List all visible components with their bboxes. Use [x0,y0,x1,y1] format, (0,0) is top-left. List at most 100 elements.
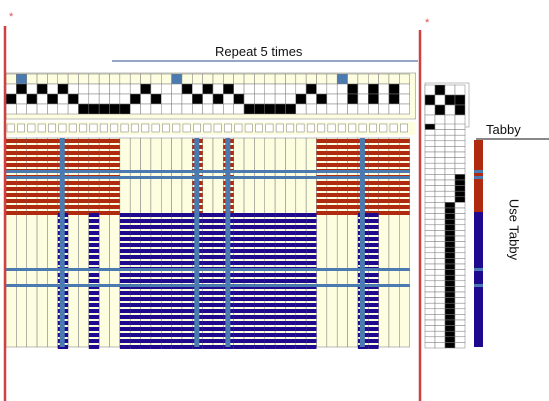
weft-pick [378,157,389,161]
weft-pick [119,339,131,343]
weft-pick [388,199,400,203]
weft-pick [306,213,317,217]
treadling-cell [444,168,456,175]
threading-cell [16,73,27,85]
threading-cell [150,83,162,95]
threading-cell [78,83,90,95]
treadling-cell [444,330,456,338]
treadling-cell [434,286,446,293]
threading-cell [378,83,390,95]
weft-pick [316,199,327,203]
weft-pick [316,157,327,161]
tabby-square [68,123,77,133]
weft-pick [16,181,27,185]
weft-pick [161,225,172,229]
weft-pick [109,145,120,149]
treadling-cell [424,274,436,282]
tabby-square [27,123,36,133]
tabby-square [110,123,119,133]
weft-pick [119,225,131,229]
threading-cell [316,73,328,85]
weft-pick [26,205,38,209]
tabby-square [234,123,243,133]
treadling-cell [444,314,456,321]
weft-pick [368,255,379,259]
weft-pick [388,193,400,197]
weft-pick [295,213,307,217]
treadling-cell [424,151,436,158]
weft-pick [150,219,162,223]
threading-cell [67,83,79,95]
weft-pick [326,187,338,191]
weft-pick [295,315,307,319]
weft-pick [88,213,100,217]
tabby-weft [6,284,410,287]
weft-pick [213,249,224,253]
treadling-cell [424,258,436,265]
weft-pick [37,163,48,167]
tabby-square [348,123,357,133]
weft-pick [26,181,38,185]
weft-pick [233,321,245,325]
weft-pick [233,255,245,259]
threading-cell [274,103,286,115]
weft-pick [202,213,213,217]
weft-pick [140,219,151,223]
threading-cell [368,73,379,85]
weft-pick [337,145,348,149]
threading-grid [5,72,416,120]
threading-cell [254,93,265,105]
threading-cell [109,93,121,105]
weft-pick [213,321,224,325]
weft-pick [88,193,100,197]
tabby-square [337,123,346,133]
weft-pick [326,193,338,197]
threading-cell [140,93,152,105]
treadling-cell [444,218,456,226]
weft-pick [202,225,213,229]
weft-pick [109,205,120,209]
weft-pick [88,291,100,295]
treadling-cell [454,224,466,231]
treadling-cell [424,342,436,349]
threading-cell [202,103,214,115]
weft-pick [119,315,131,319]
weft-pick [99,199,110,203]
treadling-cell [424,269,436,276]
weft-pick [37,193,48,197]
weft-pick [171,321,182,325]
weft-pick [202,219,213,223]
weft-pick [213,327,224,331]
weft-pick [264,219,276,223]
treadling-cell [454,246,466,254]
weft-pick [264,249,276,253]
treadling-cell [434,297,446,304]
weft-pick [119,231,131,235]
weft-pick [202,255,213,259]
threading-cell [140,73,152,85]
weft-pick [264,327,276,331]
treadling-cell [424,213,436,220]
weft-pick [37,145,48,149]
weft-pick [337,187,348,191]
weft-pick [285,261,296,265]
treadling-cell [444,224,456,231]
weft-pick [295,345,307,349]
weft-pick [140,303,151,307]
threading-cell [98,93,110,105]
weft-pick [202,345,213,349]
weft-pick [244,339,255,343]
weft-pick [140,315,151,319]
tieup-cell [424,104,436,116]
weft-pick [347,211,358,215]
threading-cell [26,93,38,105]
weft-pick [233,309,245,313]
threading-cell [347,93,359,105]
tieup-cell [434,94,446,106]
threading-cell [212,93,224,105]
weft-pick [26,139,38,143]
threading-cell [305,83,317,95]
tabby-square [130,123,139,133]
weft-pick [368,291,379,295]
weft-pick [254,291,265,295]
